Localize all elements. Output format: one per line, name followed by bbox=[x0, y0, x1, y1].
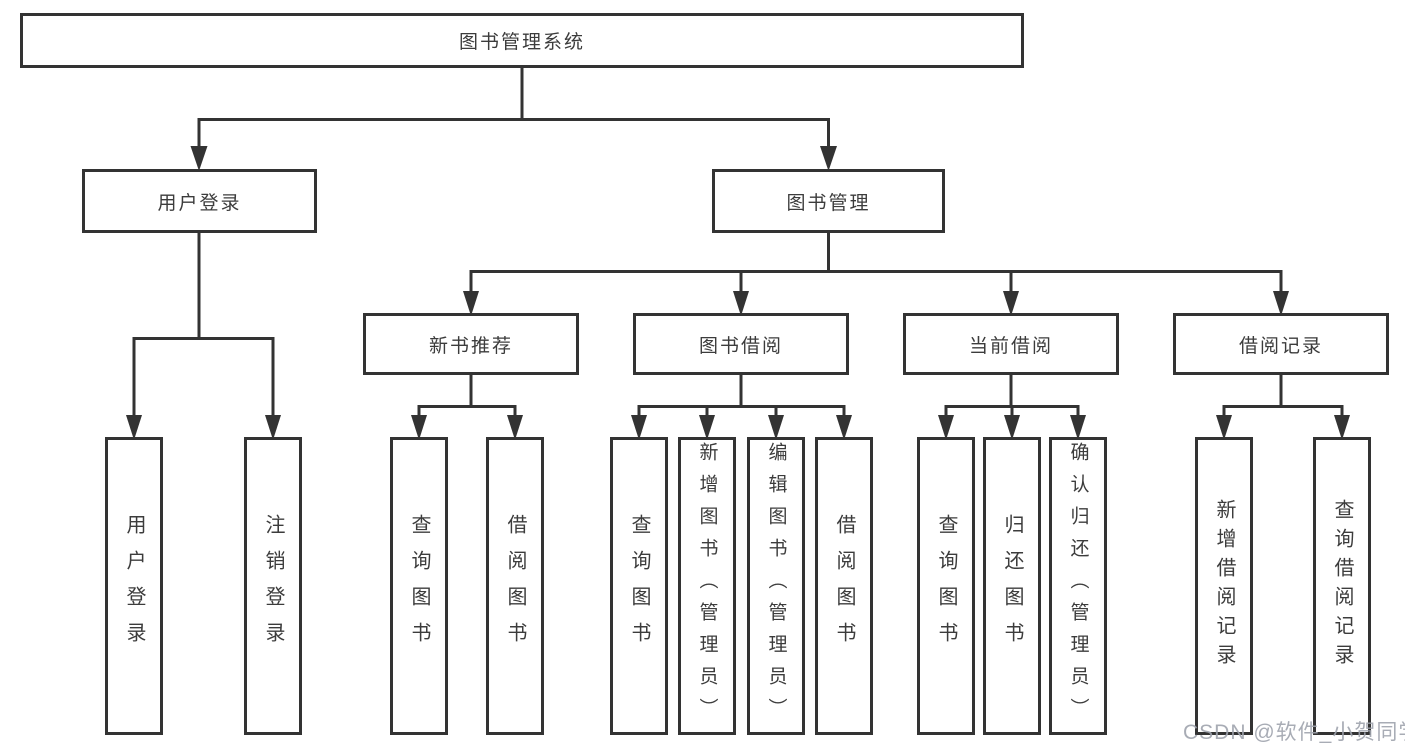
node-label: 确认归还（管理员） bbox=[1067, 442, 1089, 730]
node-borrow-records: 借阅记录 bbox=[1173, 313, 1389, 375]
leaf-borrow-books-recommend: 借阅图书 bbox=[486, 437, 544, 735]
node-label: 新书推荐 bbox=[428, 335, 513, 357]
node-label: 注销登录 bbox=[262, 514, 284, 658]
node-label: 用户登录 bbox=[157, 192, 242, 214]
node-label: 查询图书 bbox=[935, 514, 957, 658]
node-user-login: 用户登录 bbox=[82, 169, 317, 233]
node-book-borrow: 图书借阅 bbox=[633, 313, 849, 375]
node-label: 图书借阅 bbox=[698, 335, 783, 357]
node-label: 图书管理系统 bbox=[458, 32, 585, 53]
leaf-user-login: 用户登录 bbox=[105, 437, 163, 735]
node-label: 编辑图书（管理员） bbox=[765, 442, 787, 730]
node-label: 用户登录 bbox=[123, 514, 145, 658]
leaf-add-books-admin: 新增图书（管理员） bbox=[678, 437, 736, 735]
node-current-borrow: 当前借阅 bbox=[903, 313, 1119, 375]
arrowheads bbox=[126, 146, 1350, 440]
node-book-management: 图书管理 bbox=[712, 169, 945, 233]
leaf-query-books-borrow: 查询图书 bbox=[610, 437, 668, 735]
leaf-add-borrow-record: 新增借阅记录 bbox=[1195, 437, 1253, 735]
leaf-return-books: 归还图书 bbox=[983, 437, 1041, 735]
csdn-watermark: CSDN @软件_小贺同学 bbox=[1183, 721, 1405, 744]
leaf-logout: 注销登录 bbox=[244, 437, 302, 735]
leaf-query-books-current: 查询图书 bbox=[917, 437, 975, 735]
node-label: 图书管理 bbox=[786, 192, 871, 214]
node-label: 借阅图书 bbox=[504, 514, 526, 658]
node-label: 新增借阅记录 bbox=[1213, 499, 1235, 673]
leaf-edit-books-admin: 编辑图书（管理员） bbox=[747, 437, 805, 735]
node-new-book-recommend: 新书推荐 bbox=[363, 313, 579, 375]
node-label: 新增图书（管理员） bbox=[696, 442, 718, 730]
node-label: 查询借阅记录 bbox=[1331, 499, 1353, 673]
node-label: 当前借阅 bbox=[968, 335, 1053, 357]
node-label: 借阅图书 bbox=[833, 514, 855, 658]
leaf-borrow-books: 借阅图书 bbox=[815, 437, 873, 735]
leaf-query-books-recommend: 查询图书 bbox=[390, 437, 448, 735]
node-label: 归还图书 bbox=[1001, 514, 1023, 658]
node-label: 查询图书 bbox=[408, 514, 430, 658]
node-label: 借阅记录 bbox=[1238, 335, 1323, 357]
node-library-management-system: 图书管理系统 bbox=[20, 13, 1024, 68]
node-label: 查询图书 bbox=[628, 514, 650, 658]
leaf-query-borrow-record: 查询借阅记录 bbox=[1313, 437, 1371, 735]
leaf-confirm-return-admin: 确认归还（管理员） bbox=[1049, 437, 1107, 735]
